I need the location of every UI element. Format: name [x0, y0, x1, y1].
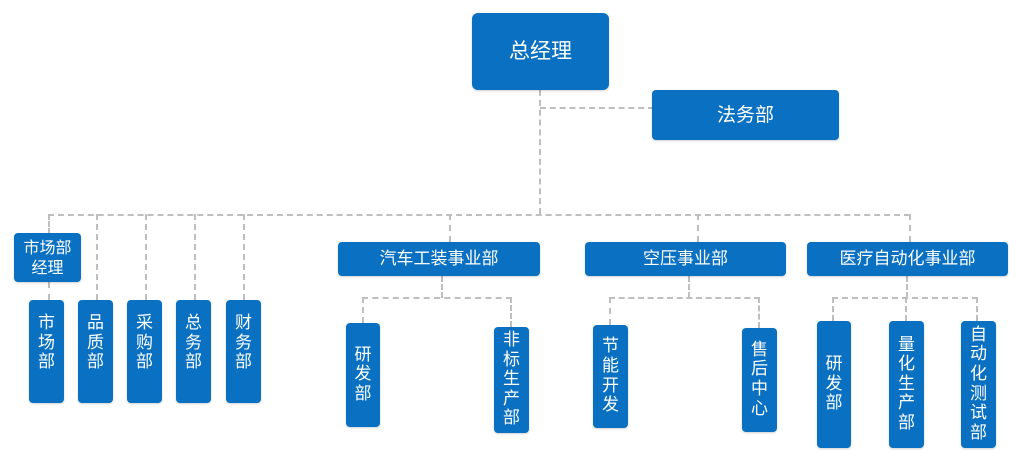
node-legal[interactable]: 法务部	[652, 90, 839, 140]
node-market-manager-label: 市场部经理	[23, 237, 72, 277]
connector-medical-sub-1	[832, 297, 834, 321]
connector-auto-bus	[362, 297, 512, 299]
node-medical-division-label: 医疗自动化事业部	[839, 248, 976, 269]
connector-market-sub-3	[145, 214, 147, 300]
connector-ceo-trunk	[539, 90, 541, 214]
connector-medical-sub-2	[905, 297, 907, 321]
connector-compressor-bus	[609, 297, 760, 299]
connector-main-bus	[48, 214, 910, 216]
connector-to-market-manager	[48, 214, 50, 234]
node-finance-dept-label: 财务部	[235, 313, 252, 373]
node-legal-label: 法务部	[716, 103, 774, 126]
connector-medical-trunk	[906, 276, 908, 298]
node-auto-division-label: 汽车工装事业部	[379, 248, 499, 269]
node-ceo-label: 总经理	[509, 38, 572, 63]
node-compressor-after-sales-label: 售后中心	[751, 339, 768, 419]
node-medical-quantified-production-label: 量化生产部	[898, 334, 915, 433]
node-auto-nonstandard-production-label: 非标生产部	[503, 330, 520, 429]
node-finance-dept[interactable]: 财务部	[226, 300, 261, 403]
connector-auto-trunk	[441, 276, 443, 298]
node-purchasing-dept[interactable]: 采购部	[127, 300, 162, 403]
node-medical-division[interactable]: 医疗自动化事业部	[807, 242, 1008, 276]
connector-market-sub-4	[194, 214, 196, 300]
connector-to-medical-division	[909, 214, 911, 242]
node-general-affairs-dept[interactable]: 总务部	[176, 300, 211, 403]
connector-market-sub-5	[243, 214, 245, 300]
node-compressor-division-label: 空压事业部	[643, 248, 728, 269]
connector-medical-sub-3	[976, 297, 978, 321]
node-medical-quantified-production[interactable]: 量化生产部	[889, 321, 924, 448]
node-auto-rnd-label: 研发部	[354, 344, 372, 404]
node-market-dept-label: 市场部	[38, 313, 55, 373]
node-compressor-after-sales[interactable]: 售后中心	[742, 328, 777, 432]
node-medical-rnd[interactable]: 研发部	[817, 321, 851, 448]
connector-compressor-sub-1	[609, 297, 611, 325]
node-auto-rnd[interactable]: 研发部	[346, 323, 380, 427]
node-medical-rnd-label: 研发部	[825, 354, 843, 414]
connector-market-sub-2	[96, 214, 98, 300]
node-general-affairs-dept-label: 总务部	[185, 313, 202, 373]
connector-to-compressor-division	[697, 214, 699, 242]
node-medical-automation-testing[interactable]: 自动化测试部	[961, 321, 996, 448]
node-compressor-division[interactable]: 空压事业部	[585, 242, 786, 276]
connector-market-sub-1	[48, 282, 50, 300]
node-medical-automation-testing-label: 自动化测试部	[970, 324, 987, 443]
node-purchasing-dept-label: 采购部	[136, 313, 153, 373]
connector-auto-sub-1	[362, 297, 364, 323]
node-compressor-energy-saving[interactable]: 节能开发	[593, 325, 628, 428]
connector-compressor-trunk	[688, 276, 690, 298]
connector-auto-sub-2	[510, 297, 512, 327]
node-market-manager[interactable]: 市场部经理	[14, 233, 81, 282]
connector-compressor-sub-2	[758, 297, 760, 328]
node-quality-dept[interactable]: 品质部	[78, 300, 113, 403]
node-compressor-energy-saving-label: 节能开发	[602, 336, 619, 416]
node-auto-nonstandard-production[interactable]: 非标生产部	[494, 327, 529, 433]
connector-legal-branch	[540, 107, 654, 109]
node-auto-division[interactable]: 汽车工装事业部	[338, 242, 540, 276]
connector-to-auto-division	[449, 214, 451, 242]
node-market-dept[interactable]: 市场部	[29, 300, 64, 403]
node-quality-dept-label: 品质部	[87, 313, 104, 373]
node-ceo[interactable]: 总经理	[472, 13, 609, 90]
